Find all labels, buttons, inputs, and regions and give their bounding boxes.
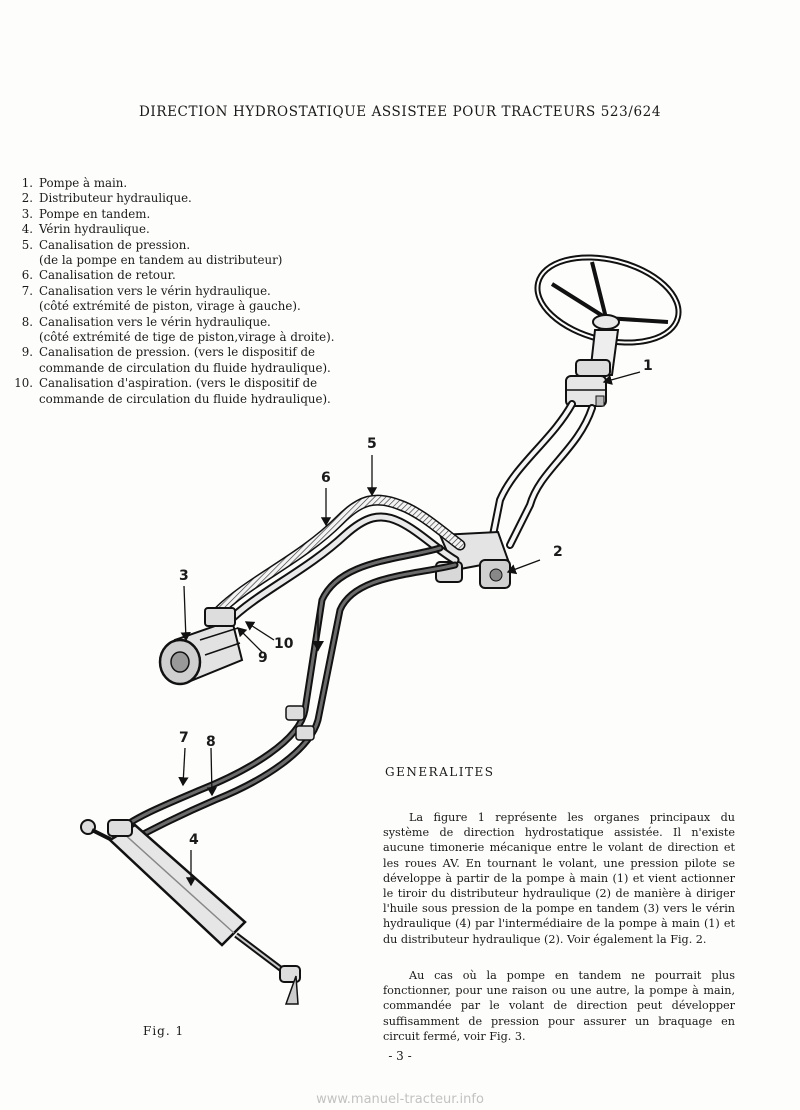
tandem-pump (158, 607, 244, 686)
legend-text: Pompe en tandem. (39, 206, 151, 221)
callout-4: 4 (189, 832, 199, 848)
body-paragraph: La figure 1 représente les organes princ… (383, 811, 735, 946)
callout-9: 9 (258, 650, 268, 666)
watermark: www.manuel-tracteur.info (316, 1092, 484, 1107)
legend-number: 5. (21, 237, 33, 252)
legend-item: 6. Canalisation de retour. (14, 268, 374, 283)
figure-caption: Fig. 1 (143, 1024, 185, 1038)
callout-1: 1 (643, 358, 653, 374)
callout-5: 5 (367, 436, 377, 452)
callout-10: 10 (274, 636, 294, 652)
legend-text: Canalisation vers le vérin hydraulique. (39, 283, 271, 298)
legend-text: Canalisation vers le vérin hydraulique. (39, 314, 271, 329)
legend-continuation: (côté extrémité de tige de piston,virage… (39, 330, 335, 345)
legend-item: 9. Canalisation de pression. (vers le dis… (14, 345, 374, 360)
legend-number: 1. (21, 176, 33, 190)
legend-text: Pompe à main. (39, 176, 128, 190)
callout-6: 6 (321, 470, 331, 486)
legend-item: 1. Pompe à main. (14, 176, 374, 191)
legend-number: 4. (21, 222, 33, 237)
page-number: - 3 - (388, 1049, 412, 1063)
callout-7: 7 (179, 730, 189, 746)
legend-number: 2. (21, 191, 33, 206)
legend-text: Canalisation de pression. (39, 237, 191, 252)
legend-item: 3. Pompe en tandem. (14, 207, 374, 222)
legend-continuation: (côté extrémité de piston, virage à gauc… (39, 299, 301, 314)
legend-continuation: (de la pompe en tandem au distributeur) (39, 253, 283, 268)
legend-item: 8. Canalisation vers le vérin hydraulique… (14, 315, 374, 330)
legend-text: Canalisation de pression. (vers le dispo… (39, 345, 316, 360)
legend-item: 4. Vérin hydraulique. (14, 222, 374, 237)
hand-pump (565, 329, 620, 407)
generalites-heading: GENERALITES (385, 765, 495, 779)
legend-item: 2. Distributeur hydraulique. (14, 191, 374, 206)
leader-lines (178, 371, 641, 887)
pilot-lines (488, 400, 596, 549)
legend-continuation: commande de circulation du fluide hydrau… (39, 391, 331, 406)
legend-number: 7. (21, 283, 33, 298)
legend-number: 10. (14, 376, 33, 391)
legend-item: 5. Canalisation de pression. (14, 238, 374, 253)
callout-3: 3 (179, 568, 189, 584)
body-paragraph: Au cas où la pompe en tandem ne pourrait… (383, 969, 735, 1043)
legend-text: Canalisation d'aspiration. (vers le disp… (39, 376, 318, 391)
hydraulic-cylinder (80, 819, 301, 1005)
legend-number: 3. (21, 206, 33, 221)
legend-number: 6. (21, 268, 33, 283)
cylinder-lines (118, 544, 459, 846)
legend-item: 7. Canalisation vers le vérin hydraulique… (14, 284, 374, 299)
legend-text: Canalisation de retour. (39, 268, 176, 283)
callout-8: 8 (206, 734, 216, 750)
callout-2: 2 (553, 544, 563, 560)
legend-continuation: commande de circulation du fluide hydrau… (39, 360, 331, 375)
legend-text: Distributeur hydraulique. (39, 191, 192, 206)
page-title: DIRECTION HYDROSTATIQUE ASSISTEE POUR TR… (138, 104, 662, 120)
legend-item: 10. Canalisation d'aspiration. (vers le d… (14, 376, 374, 391)
pressure-and-return-hoses (212, 494, 466, 627)
parts-legend: 1. Pompe à main. 2. Distributeur hydrauliq… (14, 176, 374, 407)
legend-number: 8. (21, 314, 33, 329)
legend-text: Vérin hydraulique. (39, 222, 150, 237)
legend-number: 9. (21, 345, 33, 360)
